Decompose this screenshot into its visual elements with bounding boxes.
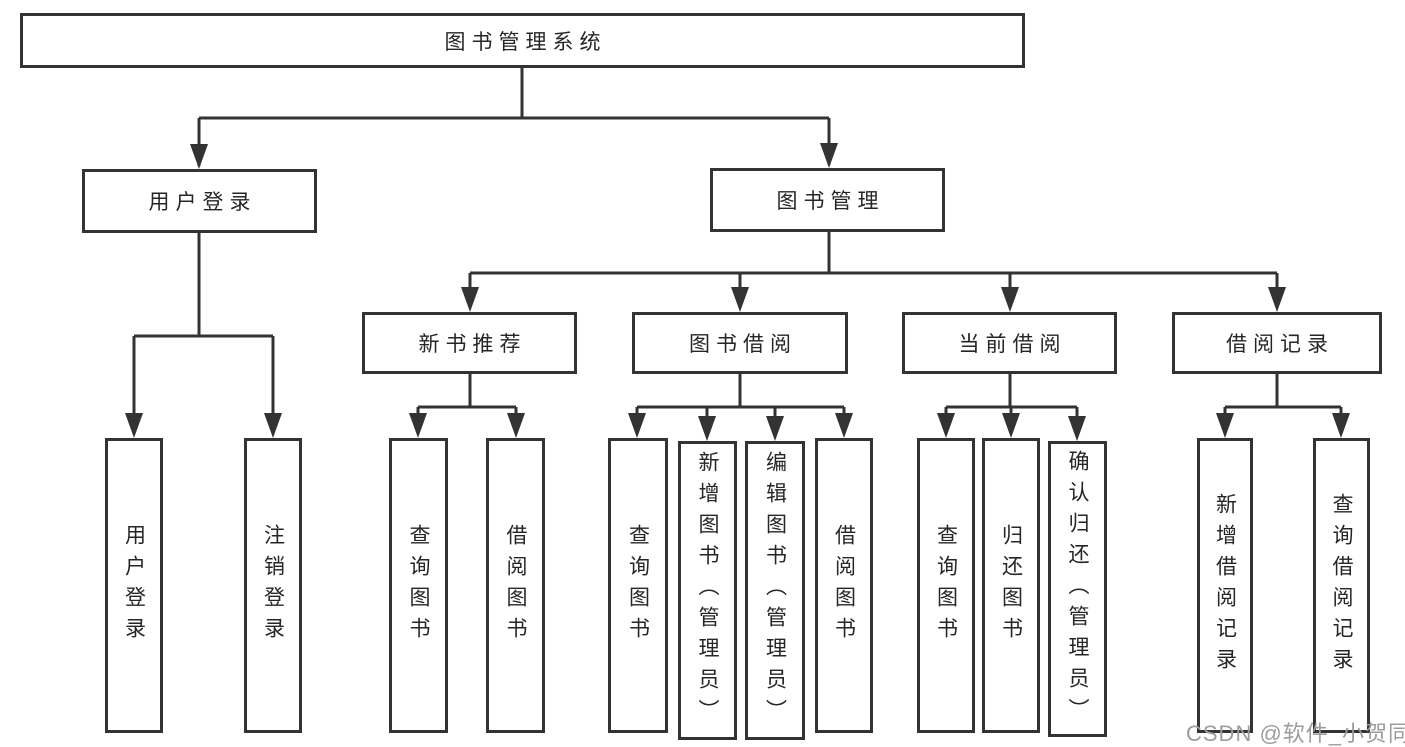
node-leaf-query-book-current: 查询图书 [917, 438, 975, 733]
node-leaf-borrow-book-recommend-label: 借阅图书 [504, 523, 527, 648]
node-leaf-add-book-admin-label: 新增图书（管理员） [696, 451, 719, 730]
node-book-borrow-label: 图书借阅 [689, 333, 797, 356]
node-new-book-recommend: 新书推荐 [362, 312, 577, 374]
node-leaf-query-book-current-label: 查询图书 [934, 523, 958, 648]
node-leaf-query-borrow-record-label: 查询借阅记录 [1330, 492, 1353, 679]
node-leaf-query-book-borrow-label: 查询图书 [626, 523, 650, 648]
node-borrow-records-label: 借阅记录 [1226, 333, 1334, 356]
node-leaf-return-book: 归还图书 [982, 438, 1040, 733]
node-leaf-borrow-book-recommend: 借阅图书 [486, 438, 545, 733]
node-leaf-query-borrow-record: 查询借阅记录 [1313, 438, 1370, 733]
node-leaf-confirm-return-admin: 确认归还（管理员） [1048, 441, 1107, 737]
node-leaf-edit-book-admin: 编辑图书（管理员） [745, 441, 805, 740]
node-root-label: 图书管理系统 [444, 30, 607, 54]
node-leaf-borrow-book: 借阅图书 [815, 438, 873, 733]
node-leaf-query-book-recommend-label: 查询图书 [407, 523, 430, 648]
node-new-book-recommend-label: 新书推荐 [418, 333, 527, 356]
node-current-borrow-label: 当前借阅 [958, 333, 1067, 356]
node-leaf-add-borrow-record-label: 新增借阅记录 [1213, 492, 1237, 679]
node-leaf-logout-login: 注销登录 [244, 438, 302, 733]
node-book-management: 图书管理 [710, 168, 945, 232]
node-leaf-user-login-label: 用户登录 [122, 523, 146, 648]
node-leaf-add-book-admin: 新增图书（管理员） [678, 441, 737, 740]
node-book-management-label: 图书管理 [776, 190, 885, 213]
node-user-login-label: 用户登录 [148, 191, 257, 214]
csdn-watermark: CSDN @软件_小贺同学 [1186, 721, 1405, 746]
node-leaf-edit-book-admin-label: 编辑图书（管理员） [763, 451, 787, 730]
node-leaf-user-login: 用户登录 [105, 438, 163, 733]
node-leaf-query-book-recommend: 查询图书 [389, 438, 448, 733]
node-current-borrow: 当前借阅 [902, 312, 1117, 374]
node-user-login: 用户登录 [82, 169, 317, 233]
node-book-borrow: 图书借阅 [632, 312, 848, 374]
node-leaf-logout-login-label: 注销登录 [261, 523, 285, 648]
node-leaf-confirm-return-admin-label: 确认归还（管理员） [1066, 449, 1089, 729]
node-leaf-query-book-borrow: 查询图书 [608, 438, 668, 733]
node-borrow-records: 借阅记录 [1172, 312, 1382, 374]
node-root: 图书管理系统 [20, 13, 1025, 68]
node-leaf-return-book-label: 归还图书 [999, 523, 1023, 648]
node-leaf-borrow-book-label: 借阅图书 [832, 523, 856, 648]
node-leaf-add-borrow-record: 新增借阅记录 [1197, 438, 1253, 733]
